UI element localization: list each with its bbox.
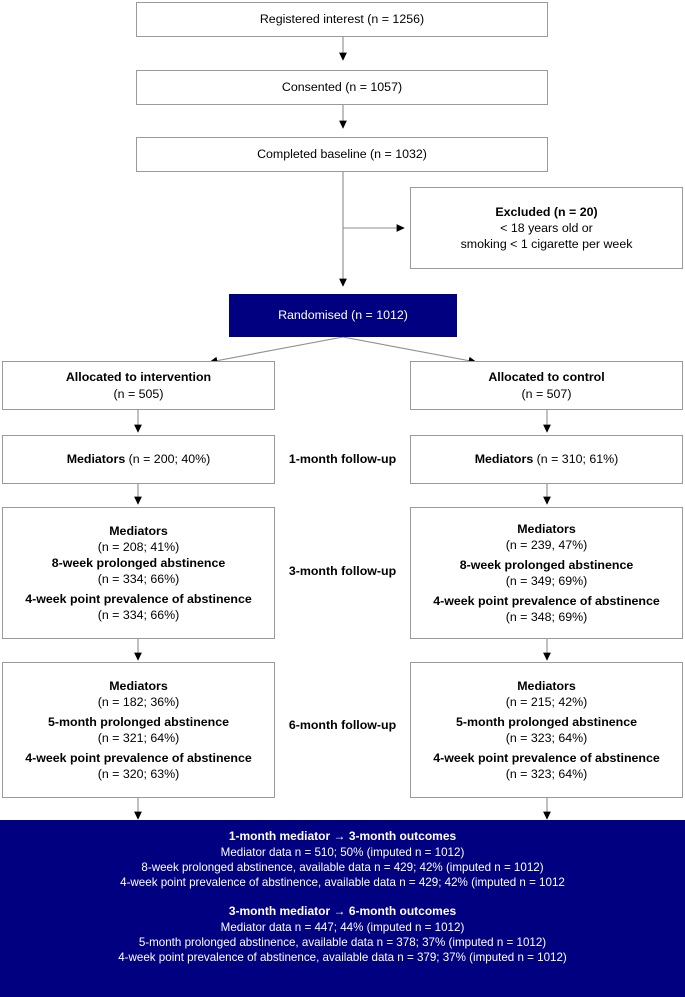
consented-text: Consented (n = 1057) (281, 80, 403, 95)
completed-baseline-text: Completed baseline (n = 1032) (257, 147, 427, 162)
summary-block-2-heading: 3-month mediator → 6-month outcomes (228, 903, 457, 918)
month6-intervention-prolonged-label: 5-month prolonged abstinence (47, 714, 230, 729)
month1-intervention-line: Mediators (n = 200; 40%) (3, 451, 274, 467)
month3-control-mediators-n: (n = 239, 47%) (505, 537, 588, 552)
month1-control-line: Mediators (n = 310; 61%) (411, 451, 682, 467)
month6-intervention-pointprev-label: 4-week point prevalence of abstinence (25, 751, 252, 766)
followup-label-3-month: 3-month follow-up (275, 564, 410, 578)
month6-intervention-mediators-n: (n = 182; 36%) (97, 694, 180, 709)
allocated-intervention-n: (n = 505) (113, 386, 164, 401)
month6-intervention-pointprev-n: (n = 320; 63%) (97, 767, 180, 782)
node-allocated-control: Allocated to control (n = 507) (410, 361, 683, 410)
node-month6-intervention: Mediators (n = 182; 36%) 5-month prolong… (2, 662, 275, 798)
followup-3-month-text: 3-month follow-up (288, 564, 397, 578)
followup-label-1-month: 1-month follow-up (275, 452, 410, 466)
month3-intervention-mediators-n: (n = 208; 41%) (97, 539, 180, 554)
excluded-heading: Excluded (n = 20) (495, 204, 598, 219)
month6-control-mediators-n: (n = 215; 42%) (505, 694, 588, 709)
excluded-reason-age: < 18 years old or (500, 220, 593, 235)
summary-block-1-heading: 1-month mediator → 3-month outcomes (228, 829, 457, 843)
summary-block-1-line-3: 4-week point prevalence of abstinence, a… (120, 876, 565, 890)
month6-intervention-prolonged-n: (n = 321; 64%) (97, 731, 180, 745)
month3-intervention-prolonged-n: (n = 334; 66%) (97, 572, 180, 586)
randomised-text: Randomised (n = 1012) (278, 308, 408, 323)
month3-control-mediators-label: Mediators (517, 521, 576, 536)
node-registered-interest: Registered interest (n = 1256) (136, 2, 548, 37)
summary-block-1-line-2: 8-week prolonged abstinence, available d… (141, 861, 544, 875)
month3-control-pointprev-label: 4-week point prevalence of abstinence (433, 594, 660, 609)
node-randomised: Randomised (n = 1012) (229, 294, 457, 337)
summary-block-2-line-2: 5-month prolonged abstinence, available … (138, 935, 547, 949)
month1-control-label: Mediators (474, 452, 534, 467)
node-month3-intervention: Mediators (n = 208; 41%) 8-week prolonge… (2, 507, 275, 639)
node-allocated-intervention: Allocated to intervention (n = 505) (2, 361, 275, 410)
month3-control-prolonged-label: 8-week prolonged abstinence (459, 557, 634, 572)
month3-control-pointprev-n: (n = 348; 69%) (505, 610, 588, 625)
month3-intervention-pointprev-n: (n = 334; 66%) (97, 608, 180, 623)
month6-intervention-mediators-label: Mediators (109, 678, 168, 693)
excluded-reason-smoking: smoking < 1 cigarette per week (460, 237, 633, 252)
month1-control-value: (n = 310; 61%) (533, 452, 619, 467)
node-month3-control: Mediators (n = 239, 47%) 8-week prolonge… (410, 507, 683, 639)
node-month6-control: Mediators (n = 215; 42%) 5-month prolong… (410, 662, 683, 798)
followup-label-6-month: 6-month follow-up (275, 718, 410, 732)
allocated-intervention-heading: Allocated to intervention (65, 370, 212, 385)
allocated-control-n: (n = 507) (521, 386, 572, 401)
summary-block-3month-6month: 3-month mediator → 6-month outcomes Medi… (0, 904, 685, 966)
registered-interest-text: Registered interest (n = 1256) (259, 12, 425, 27)
node-month1-intervention: Mediators (n = 200; 40%) (2, 435, 275, 484)
node-month1-control: Mediators (n = 310; 61%) (410, 435, 683, 484)
month1-intervention-label: Mediators (66, 452, 126, 467)
node-consented: Consented (n = 1057) (136, 70, 548, 105)
month6-control-pointprev-label: 4-week point prevalence of abstinence (433, 751, 660, 766)
summary-block-2-line-3: 4-week point prevalence of abstinence, a… (118, 951, 567, 965)
summary-block-2-line-1: Mediator data n = 447; 44% (imputed n = … (220, 920, 465, 934)
summary-block-1month-3month: 1-month mediator → 3-month outcomes Medi… (0, 829, 685, 891)
panel-analysis-summary: 1-month mediator → 3-month outcomes Medi… (0, 820, 685, 997)
month6-control-mediators-label: Mediators (517, 678, 576, 693)
month6-control-prolonged-n: (n = 323; 64%) (505, 731, 588, 745)
node-excluded: Excluded (n = 20) < 18 years old or smok… (410, 187, 683, 269)
month6-control-pointprev-n: (n = 323; 64%) (505, 767, 588, 782)
followup-1-month-text: 1-month follow-up (288, 452, 397, 466)
month1-intervention-value: (n = 200; 40%) (125, 452, 211, 467)
node-completed-baseline: Completed baseline (n = 1032) (136, 137, 548, 172)
month3-intervention-pointprev-label: 4-week point prevalence of abstinence (25, 592, 252, 607)
summary-block-1-line-1: Mediator data n = 510; 50% (imputed n = … (220, 845, 465, 859)
month3-control-prolonged-n: (n = 349; 69%) (505, 574, 588, 588)
month3-intervention-prolonged-label: 8-week prolonged abstinence (51, 555, 226, 570)
month6-control-prolonged-label: 5-month prolonged abstinence (455, 714, 638, 729)
month3-intervention-mediators-label: Mediators (109, 523, 168, 538)
followup-6-month-text: 6-month follow-up (288, 718, 397, 732)
allocated-control-heading: Allocated to control (488, 370, 605, 385)
